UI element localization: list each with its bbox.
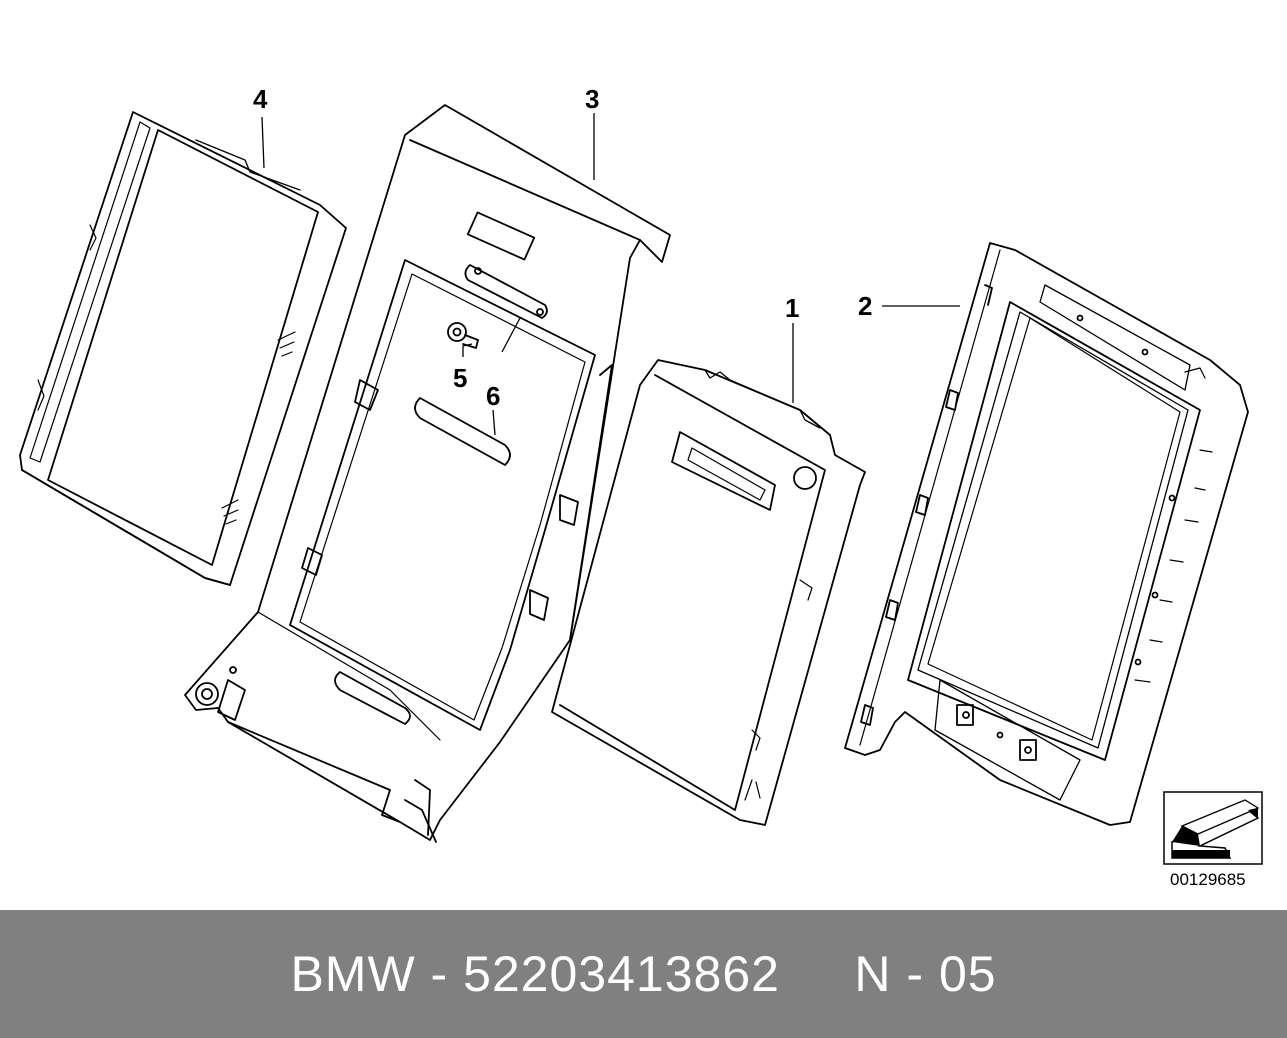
leader-6: [492, 409, 496, 436]
part-number-caption: BMW - 52203413862 N - 05: [290, 946, 997, 1002]
arrow-symbol-icon: [1163, 791, 1263, 865]
part-2-frame: [844, 242, 1249, 826]
footer-bar: BMW - 52203413862 N - 05: [0, 910, 1287, 1038]
leader-lines: [261, 113, 960, 436]
parts-diagram: [19, 104, 1263, 865]
callout-3: 3: [585, 84, 600, 114]
part-3-carrier: [184, 104, 671, 843]
callout-4: 4: [253, 84, 268, 114]
part-5-screw: [447, 322, 479, 349]
diagram-reference-code: 00129685: [1170, 870, 1246, 889]
callout-1: 1: [785, 293, 800, 323]
leader-4: [261, 116, 265, 169]
part-1-cover: [551, 359, 866, 826]
callout-5: 5: [453, 363, 468, 393]
leader-5b: [501, 317, 521, 353]
callout-2: 2: [858, 291, 873, 321]
part-4-panel: [19, 111, 347, 586]
leader-5: [462, 343, 473, 357]
callout-6: 6: [486, 381, 501, 411]
